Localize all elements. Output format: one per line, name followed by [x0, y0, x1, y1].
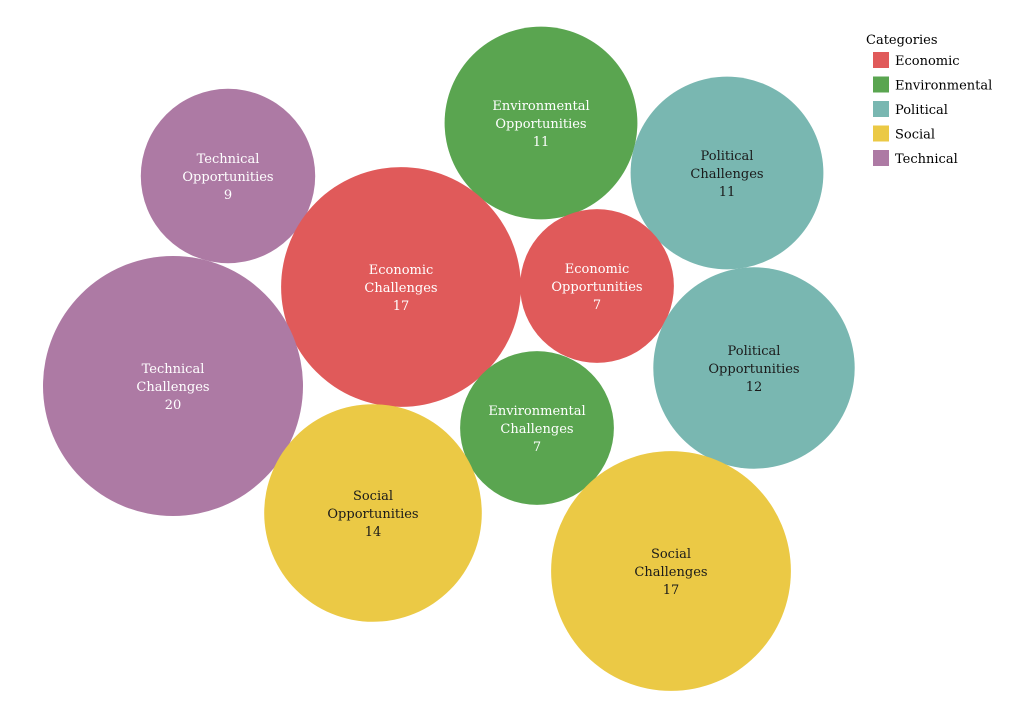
bubble-name-label: Social	[353, 489, 393, 504]
bubble-circle	[551, 451, 791, 691]
legend-label: Technical	[895, 152, 958, 167]
bubble-name-label: Environmental	[492, 99, 589, 114]
bubble-value-label: 11	[719, 185, 736, 200]
bubble-name-label: Economic	[369, 263, 434, 278]
bubble-name-label: Challenges	[364, 281, 437, 296]
bubble-value-label: 17	[393, 299, 410, 314]
bubble-circle	[264, 404, 482, 622]
legend-swatch	[873, 101, 889, 117]
bubble-value-label: 7	[593, 298, 601, 313]
legend-swatch	[873, 76, 889, 93]
bubble-circle	[281, 167, 521, 407]
bubble-name-label: Environmental	[488, 404, 585, 419]
legend-item-technical: Technical	[873, 150, 958, 167]
legend-swatch	[873, 150, 889, 166]
bubble-value-label: 11	[533, 135, 550, 150]
bubble-circle	[43, 256, 303, 516]
bubble-name-label: Challenges	[690, 167, 763, 182]
bubble-value-label: 9	[224, 188, 232, 203]
bubble-name-label: Technical	[197, 152, 260, 167]
bubble-circle	[630, 76, 824, 270]
bubble-name-label: Opportunities	[327, 507, 418, 522]
bubble-value-label: 12	[746, 380, 763, 395]
legend-swatch	[873, 52, 889, 68]
bubble-name-label: Economic	[565, 262, 630, 277]
bubbles-group: EnvironmentalOpportunities11TechnicalOpp…	[43, 26, 855, 691]
legend-swatch	[873, 125, 889, 142]
legend-label: Social	[895, 128, 935, 143]
bubble-name-label: Opportunities	[551, 280, 642, 295]
bubble-circle	[140, 88, 316, 264]
legend-item-economic: Economic	[873, 52, 960, 69]
bubble-value-label: 20	[165, 398, 182, 413]
bubble-circle	[460, 351, 614, 505]
bubble-circle	[520, 209, 674, 363]
legend-title: Categories	[866, 33, 938, 48]
bubble-circle	[444, 26, 638, 220]
legend: CategoriesEconomicEnvironmentalPolitical…	[866, 33, 992, 167]
legend-item-environmental: Environmental	[873, 76, 992, 94]
legend-item-social: Social	[873, 125, 935, 143]
bubble-name-label: Technical	[142, 362, 205, 377]
bubble-name-label: Challenges	[634, 565, 707, 580]
bubble-name-label: Opportunities	[182, 170, 273, 185]
legend-label: Political	[895, 103, 948, 118]
bubble-value-label: 7	[533, 440, 541, 455]
bubble-value-label: 14	[365, 525, 382, 540]
legend-label: Environmental	[895, 79, 992, 94]
bubble-name-label: Challenges	[136, 380, 209, 395]
bubble-name-label: Opportunities	[495, 117, 586, 132]
bubble-name-label: Opportunities	[708, 362, 799, 377]
legend-item-political: Political	[873, 101, 948, 118]
bubble-name-label: Challenges	[500, 422, 573, 437]
legend-label: Economic	[895, 54, 960, 69]
bubble-name-label: Political	[701, 149, 754, 164]
bubble-circle	[653, 267, 855, 469]
bubble-name-label: Social	[651, 547, 691, 562]
bubble-value-label: 17	[663, 583, 680, 598]
bubble-name-label: Political	[728, 344, 781, 359]
